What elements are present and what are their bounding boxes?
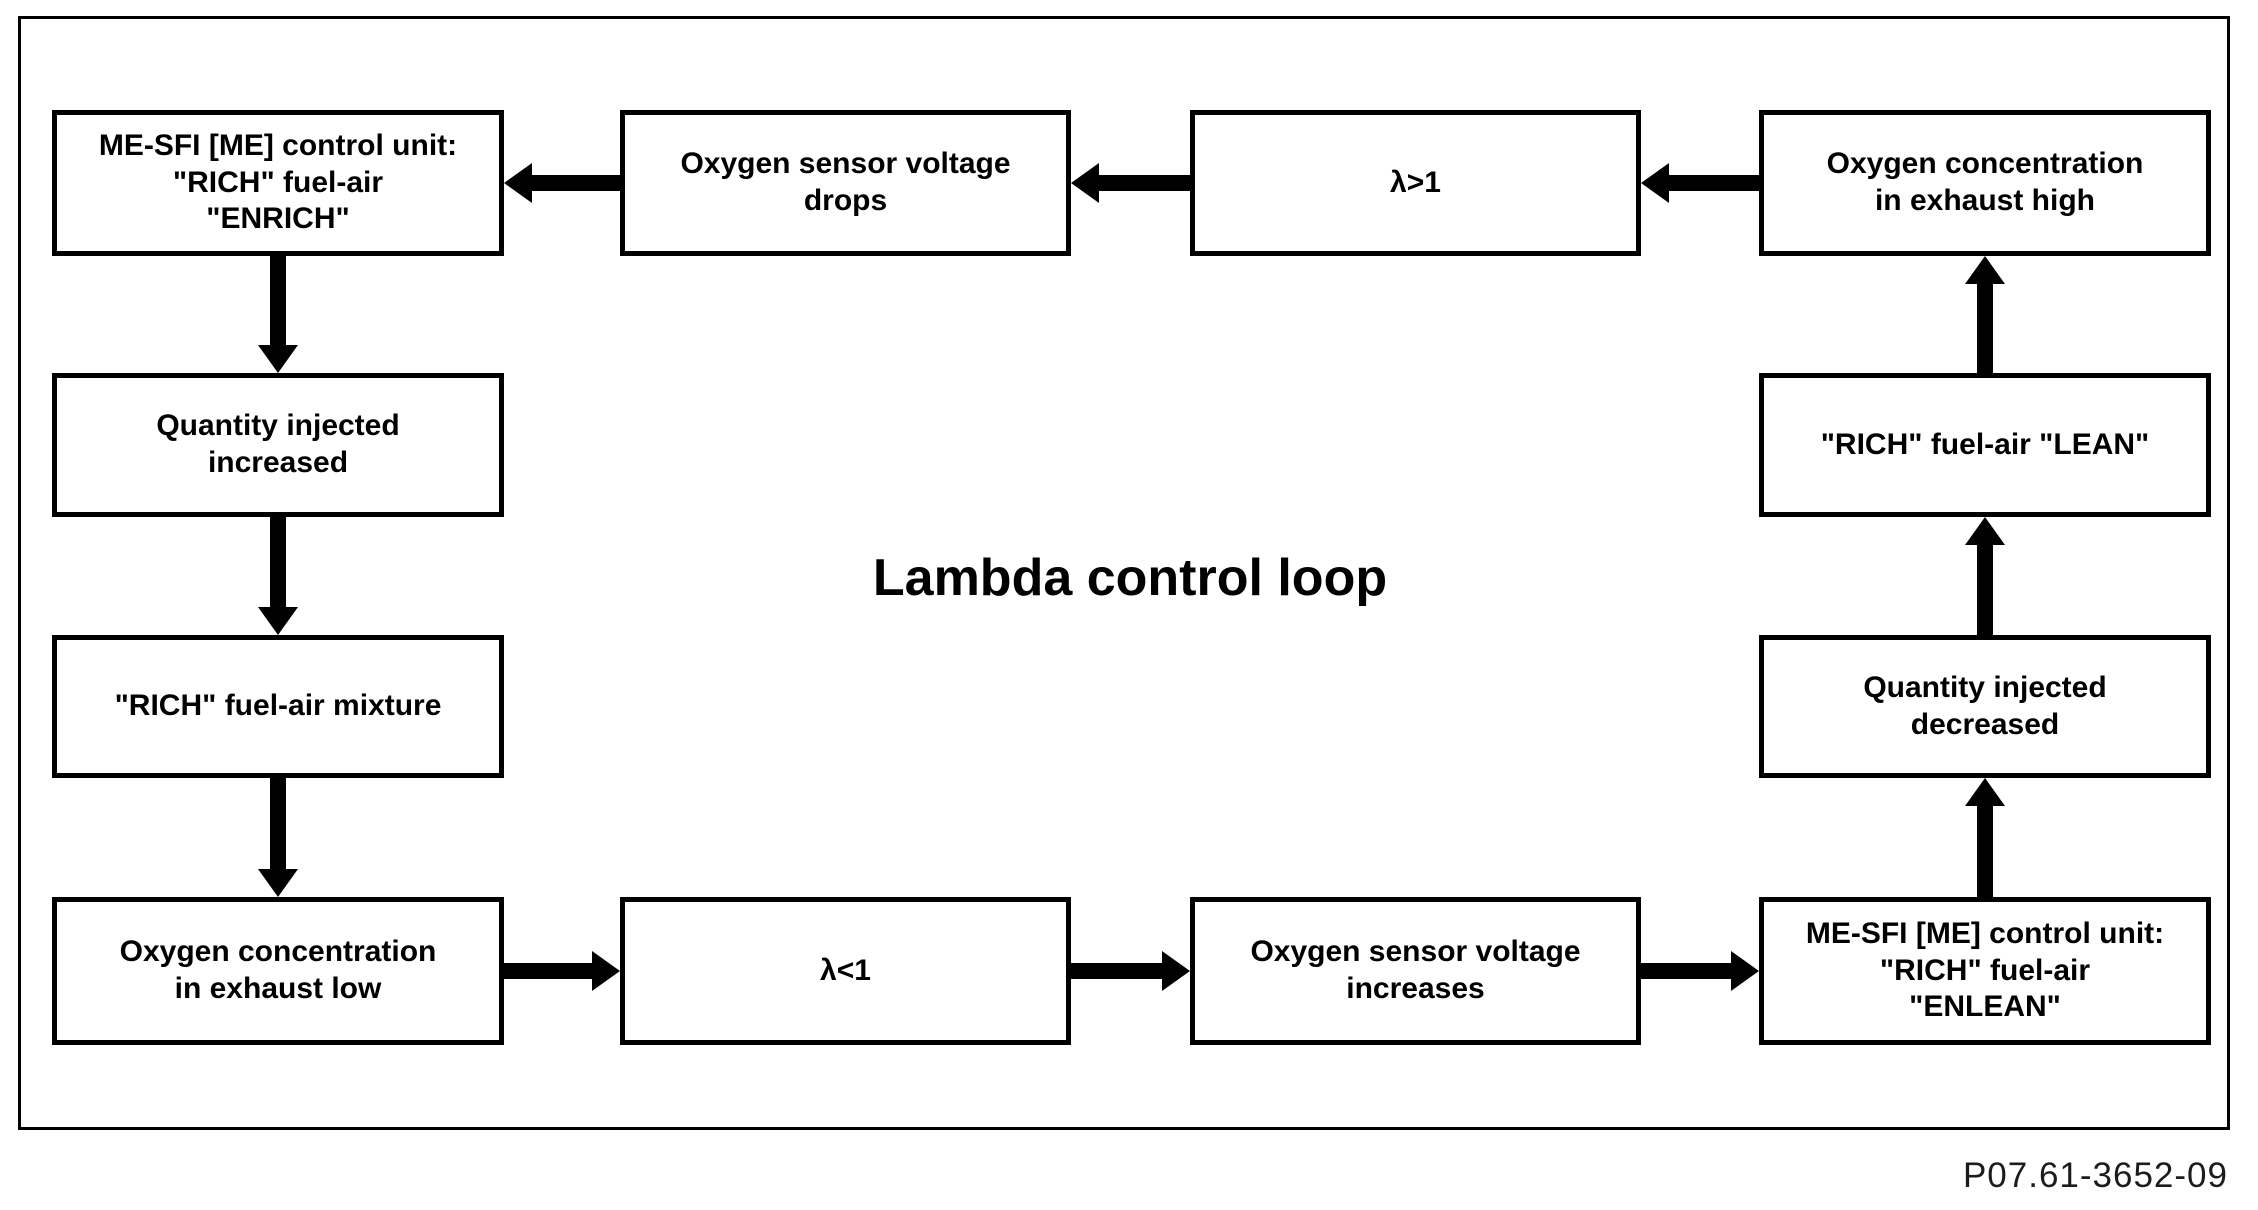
arrow-head-down-icon [258, 345, 298, 373]
arrow-head-right-icon [592, 951, 620, 991]
arrow-shaft [530, 175, 620, 191]
arrow-shaft [1071, 963, 1164, 979]
arrow-shaft [504, 963, 594, 979]
arrow-rich-fuel-air-mixture-to-o2-exhaust-low [258, 778, 298, 897]
arrow-head-left-icon [504, 163, 532, 203]
diagram-title: Lambda control loop [872, 549, 1388, 607]
node-lambda-lt-1: λ<1 [620, 897, 1071, 1045]
arrow-qty-injected-decreased-to-rich-fuel-air-lean [1965, 517, 2005, 635]
arrow-head-left-icon [1641, 163, 1669, 203]
arrow-shaft [270, 256, 286, 347]
node-ecu-enrich: ME-SFI [ME] control unit: "RICH" fuel-ai… [52, 110, 504, 256]
arrow-ecu-enlean-to-qty-injected-decreased [1965, 778, 2005, 897]
arrow-shaft [270, 778, 286, 871]
arrow-rich-fuel-air-lean-to-o2-exhaust-high [1965, 256, 2005, 373]
arrow-shaft [1097, 175, 1190, 191]
arrow-o2-exhaust-high-to-lambda-gt-1 [1641, 163, 1759, 203]
arrow-head-left-icon [1071, 163, 1099, 203]
node-ecu-enlean: ME-SFI [ME] control unit: "RICH" fuel-ai… [1759, 897, 2211, 1045]
node-lambda-gt-1: λ>1 [1190, 110, 1641, 256]
node-rich-fuel-air-mixture: "RICH" fuel-air mixture [52, 635, 504, 778]
arrow-head-down-icon [258, 869, 298, 897]
node-qty-injected-decreased: Quantity injected decreased [1759, 635, 2211, 778]
node-qty-injected-increased: Quantity injected increased [52, 373, 504, 517]
node-o2-voltage-increases: Oxygen sensor voltage increases [1190, 897, 1641, 1045]
arrow-lambda-gt-1-to-o2-voltage-drops [1071, 163, 1190, 203]
arrow-o2-voltage-increases-to-ecu-enlean [1641, 951, 1759, 991]
figure-code: P07.61-3652-09 [1962, 1156, 2228, 1195]
node-o2-exhaust-low: Oxygen concentration in exhaust low [52, 897, 504, 1045]
arrow-shaft [1667, 175, 1759, 191]
arrow-head-right-icon [1162, 951, 1190, 991]
arrow-ecu-enrich-to-qty-injected-increased [258, 256, 298, 373]
arrow-head-right-icon [1731, 951, 1759, 991]
arrow-lambda-lt-1-to-o2-voltage-increases [1071, 951, 1190, 991]
arrow-shaft [1977, 543, 1993, 635]
arrow-shaft [1977, 804, 1993, 897]
arrow-o2-exhaust-low-to-lambda-lt-1 [504, 951, 620, 991]
arrow-qty-injected-increased-to-rich-fuel-air-mixture [258, 517, 298, 635]
arrow-head-down-icon [258, 607, 298, 635]
node-o2-voltage-drops: Oxygen sensor voltage drops [620, 110, 1071, 256]
arrow-shaft [270, 517, 286, 609]
arrow-shaft [1977, 282, 1993, 373]
arrow-head-up-icon [1965, 256, 2005, 284]
arrow-shaft [1641, 963, 1733, 979]
node-o2-exhaust-high: Oxygen concentration in exhaust high [1759, 110, 2211, 256]
node-rich-fuel-air-lean: "RICH" fuel-air "LEAN" [1759, 373, 2211, 517]
arrow-head-up-icon [1965, 517, 2005, 545]
arrow-o2-voltage-drops-to-ecu-enrich [504, 163, 620, 203]
arrow-head-up-icon [1965, 778, 2005, 806]
